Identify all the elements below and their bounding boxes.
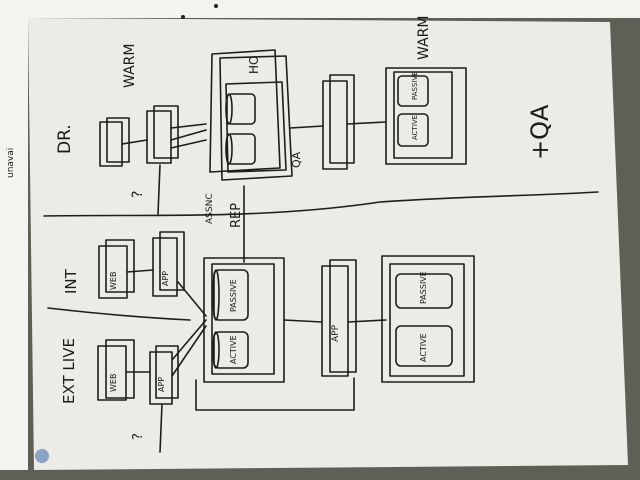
connector-line (177, 281, 207, 317)
label-rep: REP (229, 203, 244, 228)
connector-line (170, 123, 207, 149)
magnet-icon (35, 449, 49, 463)
label-int: INT (62, 268, 80, 294)
db-cylinder-passive: PASSIVE (397, 71, 429, 107)
live-db-cluster: PASSIVE ACTIVE (203, 257, 285, 383)
db-cylinder-active: ACTIVE (212, 331, 249, 369)
svg-text:PASSIVE: PASSIVE (229, 279, 238, 312)
label-ext-live: EXT LIVE (60, 338, 78, 404)
dr-web-server (99, 117, 130, 167)
ext-web-server: WEB (97, 339, 135, 401)
live-right-db-cluster: PASSIVE ACTIVE (381, 255, 475, 383)
connector-line (347, 319, 387, 323)
question-mark-bottom: ? (131, 433, 146, 440)
label-ho: HO (247, 56, 261, 74)
connector-line (346, 121, 387, 125)
connector-line (283, 319, 323, 323)
svg-text:WEB: WEB (109, 374, 118, 392)
svg-text:ACTIVE: ACTIVE (419, 333, 428, 362)
db-cylinder-active: ACTIVE (395, 325, 453, 367)
svg-text:WEB: WEB (109, 272, 118, 290)
dr-app-server (146, 105, 179, 164)
db-cylinder-passive: PASSIVE (212, 269, 249, 321)
zone-divider (47, 307, 191, 321)
label-warm-right: WARM (416, 16, 432, 60)
db-cylinder-active: ACTIVE (397, 113, 429, 147)
dr-mid-server (322, 74, 355, 170)
margin-scribble: unavai (6, 148, 16, 178)
label-dr: DR. (55, 124, 75, 154)
label-plus-qa: +QA (526, 104, 554, 160)
db-cylinder-passive: PASSIVE (395, 271, 453, 309)
dr-db-cluster (209, 49, 293, 181)
live-mid-app-server: APP (321, 259, 357, 377)
connector-line (157, 164, 161, 215)
svg-text:PASSIVE: PASSIVE (411, 71, 419, 100)
pin-hole-icon (181, 15, 185, 19)
connector-line (121, 139, 148, 145)
svg-text:APP: APP (331, 324, 341, 342)
connector-line (126, 269, 154, 273)
svg-text:APP: APP (161, 271, 170, 286)
int-web-server: WEB (98, 239, 135, 299)
connector-line (289, 125, 324, 129)
svg-text:ACTIVE: ACTIVE (411, 115, 419, 140)
connector-line (159, 403, 163, 453)
svg-text:PASSIVE: PASSIVE (419, 271, 428, 304)
loop-line (195, 377, 355, 411)
svg-text:ACTIVE: ACTIVE (229, 335, 238, 364)
svg-text:APP: APP (157, 377, 166, 392)
question-mark-top: ? (130, 191, 146, 198)
dr-right-db-cluster: PASSIVE ACTIVE (385, 67, 467, 165)
connector-line (171, 319, 207, 377)
zone-divider (43, 191, 599, 217)
label-assnc: ASSNC (205, 193, 215, 224)
ext-app-server: APP (149, 345, 179, 405)
pin-hole-icon (214, 4, 218, 8)
db-cylinder-passive (225, 93, 256, 125)
db-cylinder-active (225, 133, 256, 165)
label-warm-left: WARM (122, 44, 138, 88)
int-app-server: APP (152, 231, 185, 297)
label-qa-small: QA (290, 151, 303, 168)
